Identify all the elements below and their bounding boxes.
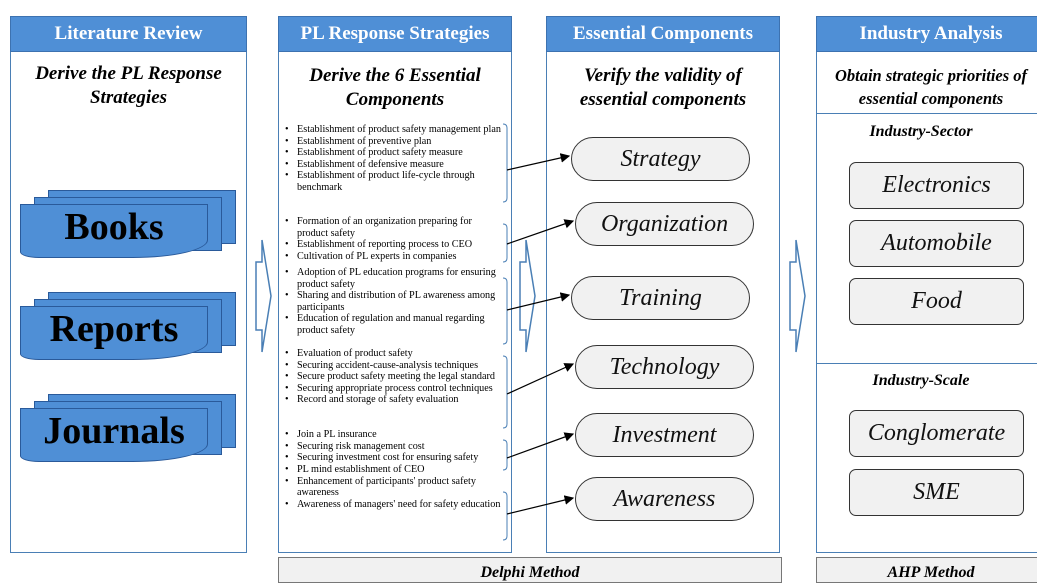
arrow-training [506,292,571,311]
reports-stack [20,292,240,362]
list-item: Enhancement of participants' product saf… [283,476,501,499]
list-item: Evaluation of product safety [283,348,501,360]
doc-layer-front [20,408,208,462]
scale-conglomerate: Conglomerate [849,410,1024,457]
list-item: Establishment of product life-cycle thro… [283,170,501,193]
list-item: Education of regulation and manual regar… [283,313,501,336]
bracket-investment [502,439,508,471]
list-item: Establishment of product safety manageme… [283,124,501,136]
essential-subtitle: Verify the validity of essential compone… [579,65,747,110]
industry-header: Industry Analysis [816,16,1037,52]
component-training: Training [571,276,750,320]
doc-layer-front [20,204,208,258]
arrow-technology [506,363,575,395]
pl-response-header: PL Response Strategies [278,16,512,52]
sector-food: Food [849,278,1024,325]
investment-items: Join a PL insurance Securing risk manage… [283,429,501,464]
organization-items: Formation of an organization preparing f… [283,216,501,262]
list-item: Cultivation of PL experts in companies [283,251,501,263]
arrow-awareness [506,495,575,515]
list-item: Sharing and distribution of PL awareness… [283,290,501,313]
industry-sector-title: Industry-Sector [869,123,973,140]
sector-electronics: Electronics [849,162,1024,209]
literature-review-subtitle: Derive the PL Response Strategies [35,63,222,108]
books-stack [20,190,240,260]
component-organization: Organization [575,202,754,246]
list-item: Securing risk management cost [283,441,501,453]
industry-divider-2 [816,363,1037,364]
industry-divider-1 [816,113,1037,114]
bracket-strategy [502,123,508,203]
bracket-training [502,277,508,345]
arrow-organization [506,219,575,245]
list-item: Securing accident-cause-analysis techniq… [283,360,501,372]
list-item: Securing investment cost for ensuring sa… [283,452,501,464]
doc-layer-front [20,306,208,360]
books-label: Books [64,206,164,248]
bracket-technology [502,355,508,429]
literature-review-panel [10,16,247,553]
arrow-investment [506,432,575,459]
training-items: Adoption of PL education programs for en… [283,267,501,337]
list-item: Establishment of preventive plan [283,136,501,148]
block-arrow-1 [255,239,272,353]
industry-subtitle: Obtain strategic priorities of essential… [834,66,1028,108]
component-strategy: Strategy [571,137,750,181]
essential-header: Essential Components [546,16,780,52]
list-item: Awareness of managers' need for safety e… [283,499,501,511]
bracket-awareness [502,491,508,541]
reports-label: Reports [49,308,179,350]
journals-label: Journals [43,410,185,452]
list-item: Formation of an organization preparing f… [283,216,501,239]
awareness-items: PL mind establishment of CEO Enhancement… [283,464,501,510]
technology-items: Evaluation of product safety Securing ac… [283,348,501,406]
component-technology: Technology [575,345,754,389]
component-investment: Investment [575,413,754,457]
list-item: Securing appropriate process control tec… [283,383,501,395]
list-item: Establishment of reporting process to CE… [283,239,501,251]
sector-automobile: Automobile [849,220,1024,267]
journals-stack [20,394,240,464]
literature-review-header: Literature Review [10,16,247,52]
component-awareness: Awareness [575,477,754,521]
industry-scale-title: Industry-Scale [872,372,970,389]
list-item: PL mind establishment of CEO [283,464,501,476]
pl-response-subtitle: Derive the 6 Essential Components [309,65,481,110]
bracket-organization [502,223,508,263]
list-item: Establishment of product safety measure [283,147,501,159]
block-arrow-2 [519,239,536,353]
block-arrow-3 [789,239,806,353]
list-item: Adoption of PL education programs for en… [283,267,501,290]
list-item: Establishment of defensive measure [283,159,501,171]
list-item: Join a PL insurance [283,429,501,441]
strategy-items: Establishment of product safety manageme… [283,124,501,194]
arrow-strategy [506,153,571,171]
scale-sme: SME [849,469,1024,516]
list-item: Secure product safety meeting the legal … [283,371,501,383]
list-item: Record and storage of safety evaluation [283,394,501,406]
